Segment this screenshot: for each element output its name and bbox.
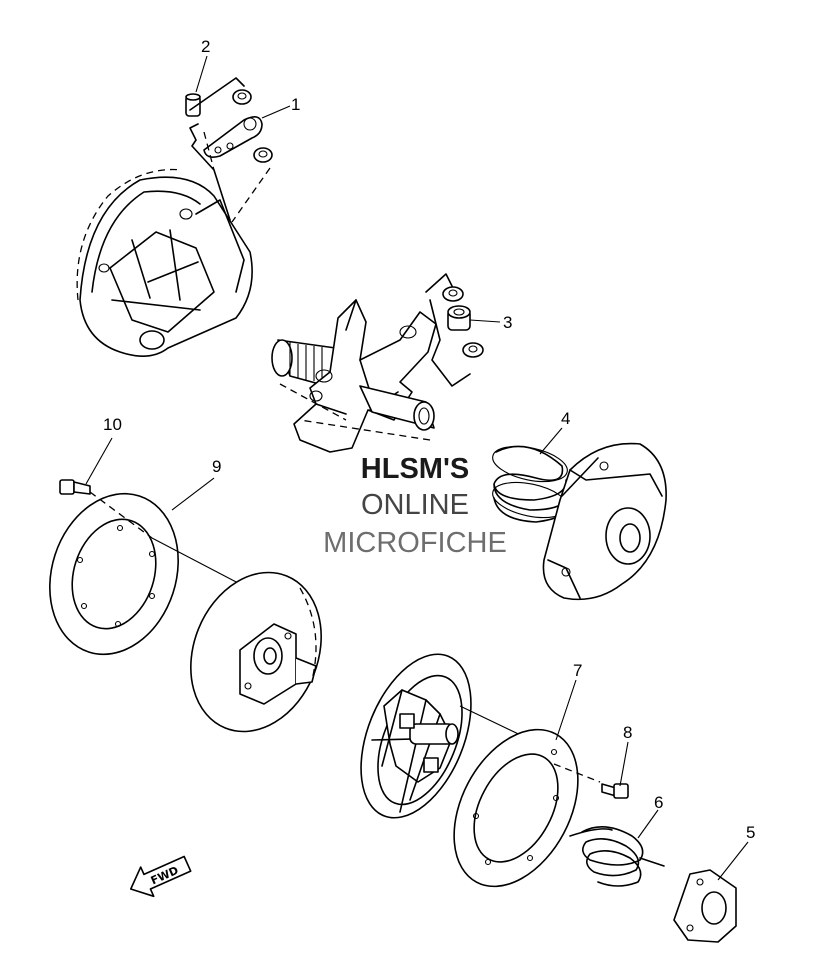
bolt-part-10 <box>59 479 91 495</box>
callout-leaders <box>85 55 749 881</box>
bolt-part-8 <box>601 783 629 799</box>
watermark-line-2: ONLINE <box>361 489 469 521</box>
weight-arm-part-1 <box>189 77 273 223</box>
callout-1: 1 <box>291 95 300 114</box>
callout-9: 9 <box>212 457 221 476</box>
spring-part-6 <box>569 826 665 887</box>
callout-2: 2 <box>201 37 210 56</box>
movable-sheave-lower <box>360 653 557 819</box>
callout-7: 7 <box>573 661 582 680</box>
callout-4: 4 <box>561 409 570 428</box>
roller-set-part-3 <box>425 273 484 387</box>
callout-3: 3 <box>503 313 512 332</box>
fixed-sheave-middle <box>190 571 322 733</box>
watermark-line-3: MICROFICHE <box>323 527 507 559</box>
sheave-cap <box>542 442 667 601</box>
plate-part-7 <box>453 728 601 888</box>
plate-part-9 <box>49 491 241 656</box>
pin-part-2 <box>185 93 201 117</box>
spider-shaft-assembly <box>271 299 437 453</box>
callout-8: 8 <box>623 723 632 742</box>
callout-6: 6 <box>654 793 663 812</box>
cover-part-5 <box>673 869 737 943</box>
callout-5: 5 <box>746 823 755 842</box>
fixed-sheave-housing <box>76 168 253 357</box>
watermark-line-1: HLSM'S <box>360 453 470 485</box>
callout-10: 10 <box>103 415 122 434</box>
fwd-arrow-icon: FWD <box>129 855 192 898</box>
